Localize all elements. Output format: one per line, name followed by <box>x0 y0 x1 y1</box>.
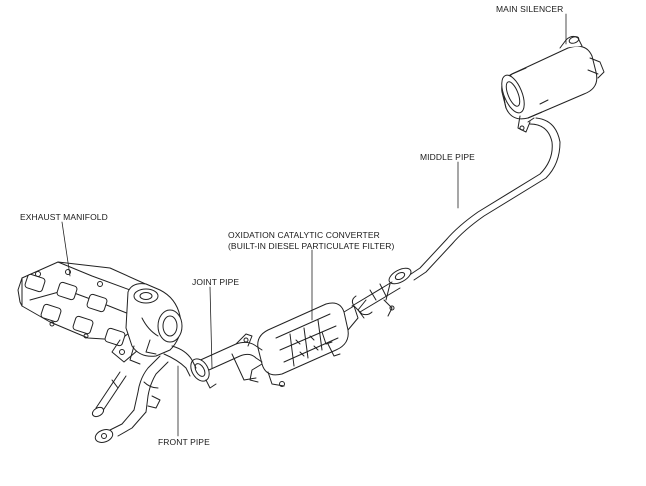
middle-pipe-front-section <box>351 267 412 319</box>
exhaust-manifold-label: EXHAUST MANIFOLD <box>20 212 108 222</box>
oxidation-converter-sublabel: (BUILT-IN DIESEL PARTICULATE FILTER) <box>228 241 395 251</box>
oxidation-converter-label: OXIDATION CATALYTIC CONVERTER <box>228 230 380 240</box>
joint-pipe-label: JOINT PIPE <box>192 277 240 287</box>
middle-pipe-label: MIDDLE PIPE <box>420 152 475 162</box>
exhaust-manifold <box>17 261 157 363</box>
leader-lines <box>61 13 567 437</box>
main-silencer <box>501 35 605 133</box>
front-pipe-label: FRONT PIPE <box>158 437 210 447</box>
main-silencer-label: MAIN SILENCER <box>496 4 564 14</box>
turbocharger <box>125 283 183 365</box>
joint-pipe <box>190 333 263 389</box>
front-pipe <box>91 345 197 443</box>
oxidation-catalytic-converter <box>249 302 359 387</box>
middle-pipe <box>407 117 561 281</box>
